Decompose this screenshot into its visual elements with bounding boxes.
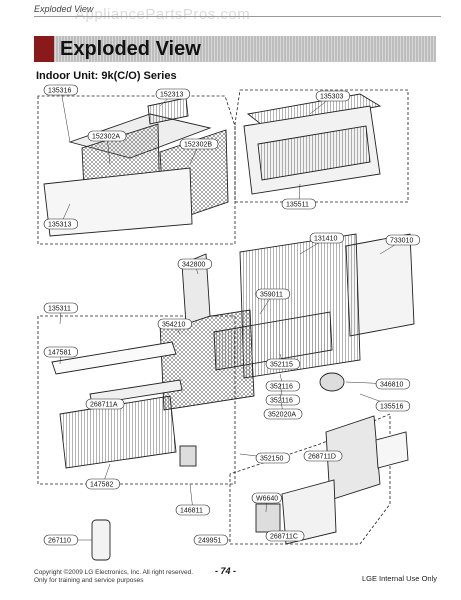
part-callout-box bbox=[375, 400, 411, 412]
section-label: Exploded View bbox=[34, 4, 94, 14]
part-callout-box bbox=[43, 84, 79, 96]
deodorizing-filter bbox=[147, 97, 189, 125]
remote-controller bbox=[91, 519, 111, 561]
part-number-label: 146811 bbox=[180, 508, 203, 515]
part-number-label: 135511 bbox=[286, 202, 309, 209]
part-number-label: 733010 bbox=[390, 238, 413, 245]
part-callout-box bbox=[309, 232, 345, 244]
part-number-label: 135516 bbox=[380, 404, 403, 411]
control-box-lid bbox=[375, 431, 409, 469]
page-title: Exploded View bbox=[60, 38, 201, 60]
banner-accent bbox=[34, 36, 54, 62]
part-callout-box bbox=[255, 288, 291, 300]
title-banner: Exploded View bbox=[34, 36, 436, 62]
page-number: - 74 - bbox=[215, 566, 237, 576]
part-callout-box bbox=[177, 258, 213, 270]
part-number-label: 135316 bbox=[48, 88, 71, 95]
side-bracket bbox=[181, 253, 211, 325]
part-number-label: W6640 bbox=[256, 496, 278, 503]
part-number-label: 147581 bbox=[48, 350, 71, 357]
page-subtitle: Indoor Unit: 9k(C/O) Series bbox=[36, 70, 177, 82]
footer-internal: LGE Internal Use Only bbox=[361, 574, 437, 583]
part-number-label: 354210 bbox=[162, 322, 185, 329]
part-number-label: 135313 bbox=[48, 222, 71, 229]
part-number-label: 152313 bbox=[160, 92, 183, 99]
part-number-label: 152302B bbox=[184, 142, 212, 149]
part-callout-box bbox=[265, 394, 301, 406]
pcb-assembly bbox=[281, 479, 337, 545]
chassis-fins bbox=[257, 125, 371, 181]
part-callout-box bbox=[265, 530, 305, 542]
part-callout-box bbox=[175, 504, 211, 516]
chassis-group-outline bbox=[234, 89, 409, 203]
callout-leader bbox=[60, 89, 71, 143]
part-number-label: 268711A bbox=[90, 402, 118, 409]
part-callout-box bbox=[315, 90, 351, 102]
part-number-label: 352020A bbox=[268, 412, 296, 419]
part-callout-box bbox=[155, 88, 191, 100]
part-number-label: 352116 bbox=[270, 384, 293, 391]
part-number-label: 135311 bbox=[48, 306, 71, 313]
part-number-label: 268711C bbox=[270, 534, 298, 541]
part-number-label: 267110 bbox=[48, 538, 71, 545]
footer-usage: Only for training and service purposes bbox=[34, 577, 144, 584]
part-callout-box bbox=[43, 346, 79, 358]
footer-copyright: Copyright ©2009 LG Electronics, Inc. All… bbox=[34, 569, 194, 576]
fan-motor bbox=[319, 372, 345, 392]
part-number-label: 131410 bbox=[314, 236, 337, 243]
front-cover bbox=[43, 167, 193, 237]
part-number-label: 147582 bbox=[90, 482, 113, 489]
part-callout-box bbox=[179, 138, 219, 150]
louver-assembly bbox=[59, 395, 177, 469]
control-box-group-outline bbox=[229, 413, 391, 545]
part-callout-box bbox=[43, 534, 79, 546]
stepping-motor bbox=[179, 445, 197, 467]
part-callout-box bbox=[193, 534, 229, 546]
footer-legal: Copyright ©2009 LG Electronics, Inc. All… bbox=[34, 569, 193, 585]
part-callout-box bbox=[303, 450, 343, 462]
part-callout-box bbox=[375, 378, 411, 390]
part-callout-box bbox=[251, 492, 282, 504]
part-callout-box bbox=[281, 198, 317, 210]
part-callout-box bbox=[385, 234, 421, 246]
part-callout-box bbox=[263, 408, 303, 420]
part-number-label: 342800 bbox=[182, 262, 205, 269]
part-callout-box bbox=[255, 452, 291, 464]
part-callout-box bbox=[85, 398, 125, 410]
part-number-label: 135303 bbox=[320, 94, 343, 101]
front-panel-group-outline bbox=[37, 95, 236, 245]
part-number-label: 249951 bbox=[198, 538, 221, 545]
part-number-label: 352150 bbox=[260, 456, 283, 463]
part-number-label: 346810 bbox=[380, 382, 403, 389]
cross-flow-fan bbox=[213, 311, 333, 371]
vane-upper bbox=[51, 341, 177, 375]
exploded-view-diagram: 135316 152313 135303 152302A 152302B 135511 13… bbox=[37, 84, 421, 561]
part-number-label: 152302A bbox=[92, 134, 120, 141]
part-callout-box bbox=[265, 358, 301, 370]
part-callout-box bbox=[43, 302, 79, 314]
part-callout-box bbox=[265, 380, 301, 392]
header-rule bbox=[34, 16, 441, 17]
part-number-label: 359011 bbox=[260, 292, 283, 299]
part-callout-box bbox=[87, 130, 127, 142]
lower-group-outline bbox=[37, 315, 236, 485]
part-number-label: 352115 bbox=[270, 362, 293, 369]
terminal-block bbox=[255, 503, 281, 533]
part-callout-box bbox=[157, 318, 193, 330]
part-callout-box bbox=[43, 218, 79, 230]
part-number-label: 352116 bbox=[270, 398, 293, 405]
part-callout-box bbox=[85, 478, 121, 490]
control-box-cover bbox=[325, 415, 381, 501]
watermark: AppliancePartsPros.com bbox=[75, 6, 251, 23]
part-number-label: 268711D bbox=[308, 454, 336, 461]
